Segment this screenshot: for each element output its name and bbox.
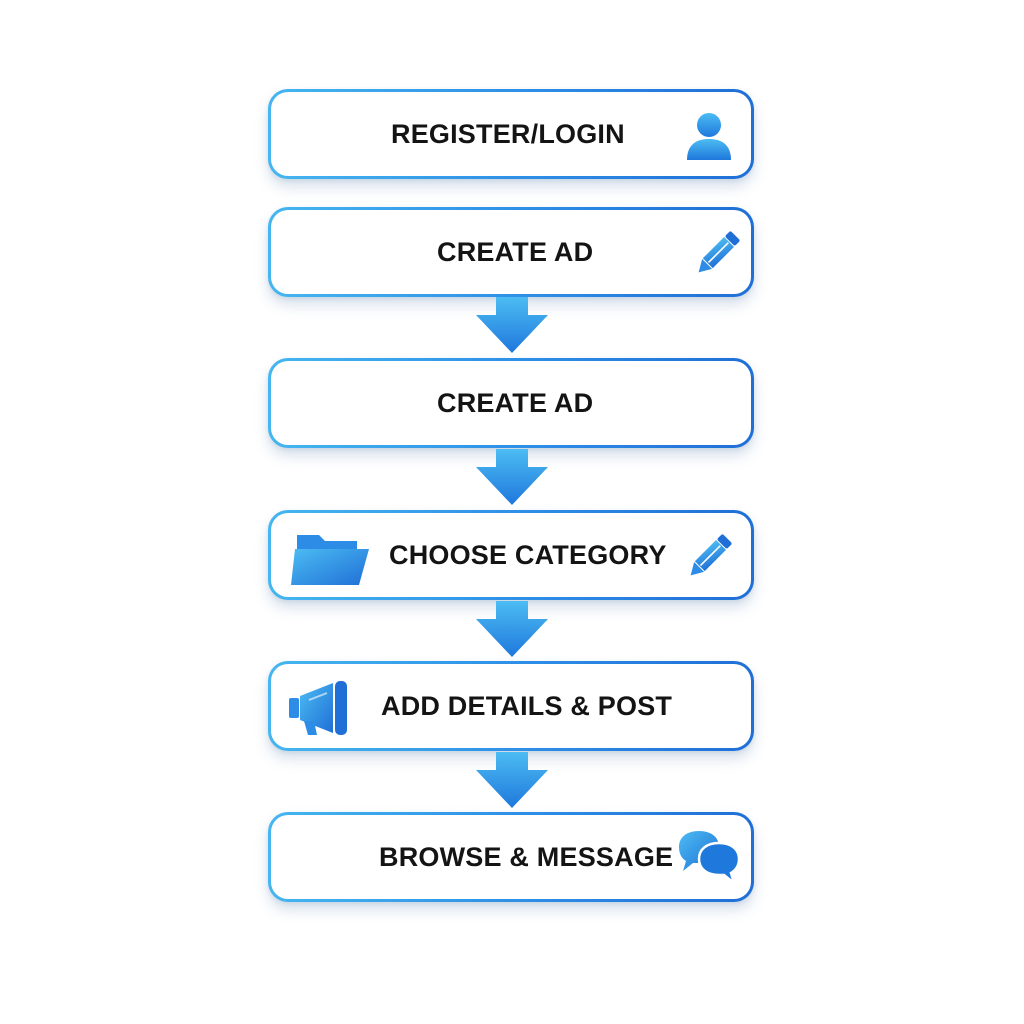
step-register-login[interactable]: REGISTER/LOGIN bbox=[268, 89, 754, 179]
down-arrow bbox=[476, 752, 548, 808]
step-label: BROWSE & MESSAGE bbox=[379, 842, 674, 872]
step-label: ADD DETAILS & POST bbox=[381, 691, 673, 721]
megaphone-icon bbox=[289, 681, 347, 735]
user-icon bbox=[687, 113, 731, 160]
step-label: CREATE AD bbox=[437, 237, 594, 267]
chat-bubbles-icon bbox=[679, 831, 741, 885]
pencil-icon bbox=[690, 534, 732, 576]
step-create-ad-2[interactable]: CREATE AD bbox=[268, 358, 754, 448]
step-label: CHOOSE CATEGORY bbox=[389, 540, 667, 570]
step-create-ad[interactable]: CREATE AD bbox=[268, 207, 754, 297]
step-add-details-post[interactable]: ADD DETAILS & POST bbox=[268, 661, 754, 751]
folder-icon bbox=[291, 535, 369, 585]
down-arrow bbox=[476, 297, 548, 353]
down-arrow bbox=[476, 601, 548, 657]
step-choose-category[interactable]: CHOOSE CATEGORY bbox=[268, 510, 754, 600]
step-label: REGISTER/LOGIN bbox=[391, 119, 625, 149]
step-browse-message[interactable]: BROWSE & MESSAGE bbox=[268, 812, 754, 902]
pencil-icon bbox=[698, 231, 740, 273]
down-arrow bbox=[476, 449, 548, 505]
step-label: CREATE AD bbox=[437, 388, 594, 418]
